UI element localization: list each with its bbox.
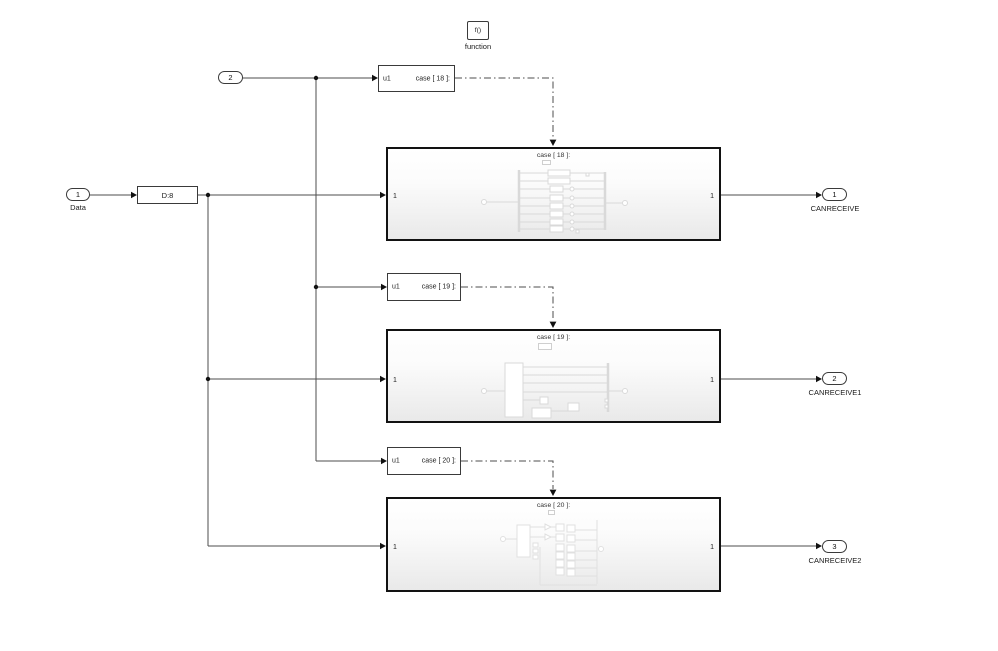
outport-3-number: 3 [832,541,837,551]
subsystem-case19-preview [481,362,628,419]
arrowhead-switchcase2-input [381,283,387,291]
inport-2-number: 2 [228,72,233,82]
subsystem-case20-inport-label: 1 [393,544,397,551]
subsystem-case18-action-label: case [ 18 ]: [536,152,571,159]
inport-2[interactable]: 2 [218,71,243,84]
subsystem-case20-action-port [548,510,555,515]
subsystem-case18-inport-label: 1 [393,193,397,200]
switch-case-18-case-label: case [ 18 ]: [415,75,450,82]
switch-case-18-input-label: u1 [383,75,391,82]
subsystem-case19-inport-label: 1 [393,377,397,384]
subsystem-case18-preview [481,169,628,234]
outport-3[interactable]: 3 [822,540,847,553]
arrowhead-switchcase1-input [372,74,378,82]
subsystem-case20-outport-label: 1 [710,544,714,551]
action-wire-case18[interactable] [455,77,554,139]
subsystem-case18-action-port [542,160,551,165]
outport-3-label: CANRECEIVE2 [808,556,862,565]
d8-label: D:8 [161,190,174,200]
outport-1-number: 1 [832,189,837,199]
action-wire-case20[interactable] [461,460,554,489]
subsystem-case20-action-label: case [ 20 ]: [536,502,571,509]
function-block[interactable]: f() [467,21,489,40]
arrowhead-subsystem2-input [380,375,386,383]
arrowhead-action-subsystem1 [549,139,557,146]
arrowhead-subsystem3-input [380,542,386,550]
switch-case-block-19[interactable]: u1 case [ 19 ]: [387,273,461,301]
subsystem-case19[interactable]: case [ 19 ]: 1 1 [386,329,721,423]
inport-data[interactable]: 1 [66,188,90,201]
switch-case-20-input-label: u1 [392,457,400,465]
switch-case-20-case-label: case [ 20 ]: [421,457,456,465]
function-block-label: function [464,42,492,51]
junction-dot [205,376,211,382]
inport-data-label: Data [70,203,86,212]
outport-2-label: CANRECEIVE1 [808,388,862,397]
outport-2[interactable]: 2 [822,372,847,385]
arrowhead-outport1 [816,191,822,199]
subsystem-case19-outport-label: 1 [710,377,714,384]
arrowhead-subsystem1-input [380,191,386,199]
junction-dot [205,192,211,198]
switch-case-19-case-label: case [ 19 ]: [421,283,456,291]
switch-case-block-20[interactable]: u1 case [ 20 ]: [387,447,461,475]
arrowhead-action-subsystem3 [549,489,557,496]
d8-block[interactable]: D:8 [137,186,198,204]
subsystem-case20-preview [500,520,604,586]
action-wire-case19[interactable] [461,286,554,321]
subsystem-case18[interactable]: case [ 18 ]: 1 1 [386,147,721,241]
junction-dot [313,75,319,81]
switch-case-19-input-label: u1 [392,283,400,291]
outport-1-label: CANRECEIVE [810,204,860,213]
switch-case-block-18[interactable]: u1 case [ 18 ]: [378,65,455,92]
junction-dot [313,284,319,290]
outport-2-number: 2 [832,373,837,383]
arrowhead-outport3 [816,542,822,550]
subsystem-case18-outport-label: 1 [710,193,714,200]
arrowhead-outport2 [816,375,822,383]
outport-1[interactable]: 1 [822,188,847,201]
function-icon: f() [474,27,482,34]
arrowhead-switchcase3-input [381,457,387,465]
arrowhead-d8-input [131,191,137,199]
subsystem-case19-action-port [538,343,552,350]
inport-data-number: 1 [75,189,81,199]
subsystem-case19-action-label: case [ 19 ]: [536,334,571,341]
arrowhead-action-subsystem2 [549,321,557,328]
subsystem-case20[interactable]: case [ 20 ]: 1 1 [386,497,721,592]
